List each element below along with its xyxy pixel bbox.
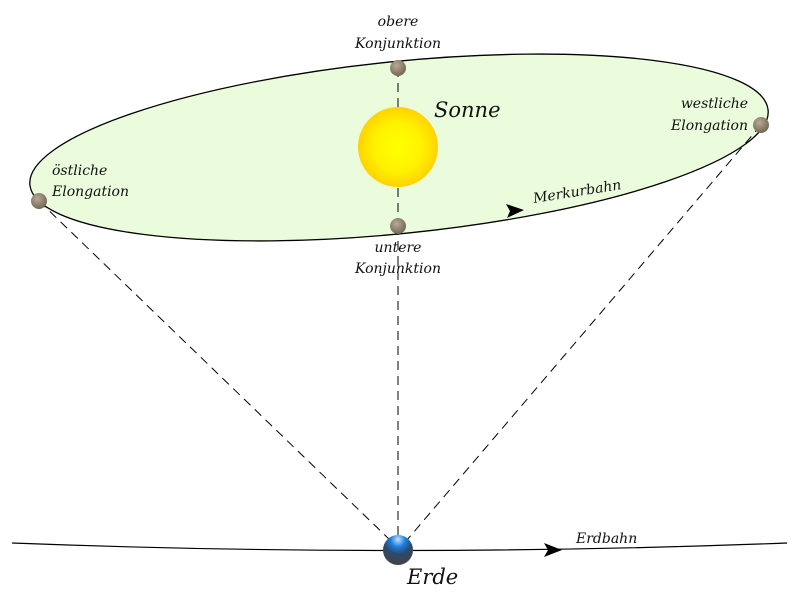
sun: [358, 107, 438, 187]
label-erdbahn: Erdbahn: [575, 531, 637, 547]
mercury-eastern-elongation: [31, 193, 47, 209]
mercury-inferior-conjunction: [390, 218, 406, 234]
label-oestliche-elongation: Elongation: [51, 184, 129, 200]
label-erde: Erde: [406, 565, 458, 589]
label-obere: obere: [378, 14, 419, 30]
mercury-western-elongation: [753, 117, 769, 133]
label-westliche: westliche: [681, 96, 748, 112]
mercury-superior-conjunction: [390, 60, 406, 76]
mercury-orbit-arrow: [506, 204, 524, 218]
sight-lines: [38, 68, 762, 541]
earth-orbit-arrow: [544, 543, 562, 557]
label-untere: untere: [375, 240, 422, 256]
label-obere-konjunktion: Konjunktion: [354, 36, 441, 52]
earth: [383, 535, 413, 565]
label-untere-konjunktion: Konjunktion: [354, 261, 441, 277]
label-sonne: Sonne: [434, 98, 501, 122]
label-westliche-elongation: Elongation: [670, 118, 748, 134]
label-oestliche: östliche: [52, 163, 107, 179]
